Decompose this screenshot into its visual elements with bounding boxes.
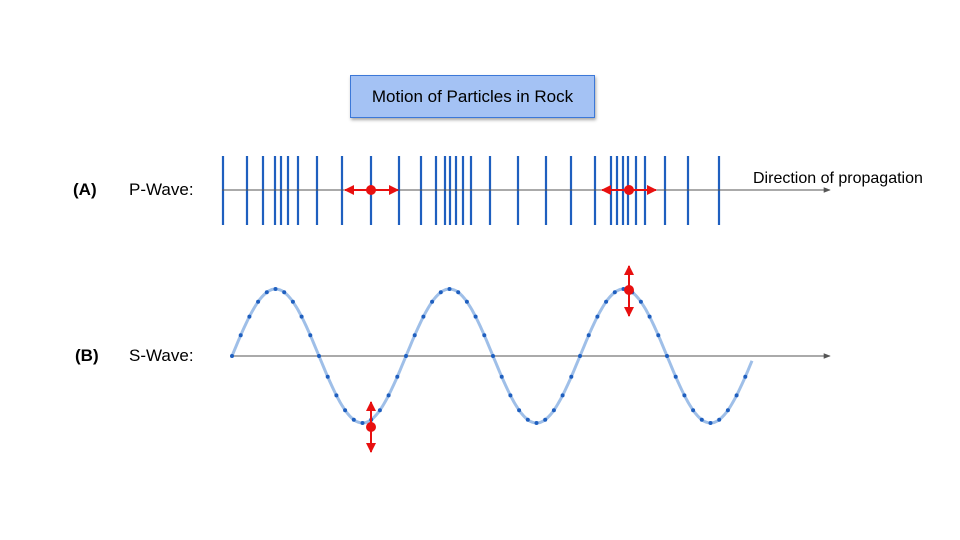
wave-particle-dot <box>247 314 252 319</box>
p-wave-tag: (A) <box>73 180 97 199</box>
particle-dot <box>624 185 634 195</box>
wave-particle-dot <box>604 299 609 304</box>
s-wave-tag: (B) <box>75 346 99 365</box>
diagram-title: Motion of Particles in Rock <box>350 75 595 118</box>
wave-particle-dot <box>708 421 713 425</box>
wave-particle-dot <box>264 290 269 295</box>
wave-particle-dot <box>543 417 548 422</box>
wave-particle-dot <box>699 417 704 422</box>
wave-particle-dot <box>647 314 652 319</box>
wave-particle-dot <box>508 393 513 398</box>
wave-particle-dot <box>412 333 417 338</box>
wave-particle-dot <box>386 393 391 398</box>
wave-particle-dot <box>238 333 243 338</box>
wave-particle-dot <box>421 314 426 319</box>
wave-particle-dot <box>551 408 556 413</box>
s-wave-particle-2 <box>624 265 634 317</box>
wave-particle-dot <box>665 354 669 358</box>
wave-particle-dot <box>230 354 234 358</box>
wave-particle-dot <box>317 354 321 358</box>
s-wave-label: S-Wave: <box>129 346 194 365</box>
wave-particle-dot <box>682 393 687 398</box>
wave-particle-dot <box>360 421 365 425</box>
wave-particle-dot <box>586 333 591 338</box>
wave-particle-dot <box>404 354 408 358</box>
particle-dot <box>366 422 376 432</box>
wave-particle-dot <box>612 290 617 295</box>
wave-particle-dot <box>343 408 348 413</box>
wave-particle-dot <box>673 374 678 379</box>
wave-particle-dot <box>256 299 261 304</box>
wave-particle-dot <box>560 393 565 398</box>
wave-particle-dot <box>438 290 443 295</box>
p-wave-label: P-Wave: <box>129 180 194 199</box>
wave-particle-dot <box>578 354 582 358</box>
wave-particle-dot <box>308 333 313 338</box>
wave-particle-dot <box>282 290 287 295</box>
wave-particle-dot <box>656 333 661 338</box>
wave-particle-dot <box>430 299 435 304</box>
wave-particle-dot <box>482 333 487 338</box>
wave-particle-dot <box>499 374 504 379</box>
wave-particle-dot <box>525 417 530 422</box>
wave-particle-dot <box>447 287 452 291</box>
wave-particle-dot <box>377 408 382 413</box>
p-wave-particle-1 <box>344 185 399 195</box>
wave-particle-dot <box>351 417 356 422</box>
p-wave-particle-2 <box>601 185 657 195</box>
wave-particle-dot <box>273 287 278 291</box>
wave-particle-dot <box>464 299 469 304</box>
wave-particle-dot <box>395 374 400 379</box>
s-wave-dots <box>230 287 748 425</box>
wave-particle-dot <box>725 408 730 413</box>
wave-particle-dot <box>456 290 461 295</box>
wave-particle-dot <box>691 408 696 413</box>
wave-particle-dot <box>491 354 495 358</box>
wave-particle-dot <box>334 393 339 398</box>
wave-particle-dot <box>299 314 304 319</box>
wave-particle-dot <box>325 374 330 379</box>
wave-particle-dot <box>290 299 295 304</box>
wave-particle-dot <box>595 314 600 319</box>
wave-particle-dot <box>517 408 522 413</box>
wave-particle-dot <box>717 417 722 422</box>
direction-of-propagation-label: Direction of propagation <box>753 170 923 187</box>
wave-particle-dot <box>743 374 748 379</box>
wave-particle-dot <box>534 421 539 425</box>
wave-particle-dot <box>638 299 643 304</box>
wave-particle-dot <box>569 374 574 379</box>
particle-dot <box>366 185 376 195</box>
s-wave-particle-1 <box>366 401 376 453</box>
particle-dot <box>624 285 634 295</box>
wave-particle-dot <box>473 314 478 319</box>
wave-particle-dot <box>734 393 739 398</box>
